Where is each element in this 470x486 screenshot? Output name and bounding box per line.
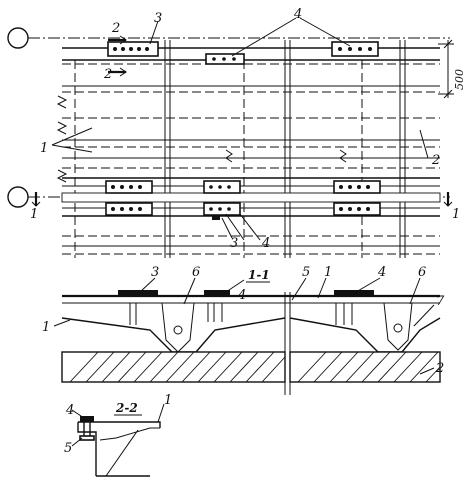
plan-callout-2: 2: [431, 153, 440, 168]
dimension-line: [438, 39, 454, 99]
detail-callout-1: 1: [164, 393, 172, 408]
detail-callout-4: 4: [65, 403, 74, 418]
cut-1-1-left-label: 1: [30, 207, 38, 222]
plates-top: [107, 41, 379, 65]
section-callout-4: 4: [237, 288, 246, 303]
section-callout-7: 7: [436, 294, 445, 309]
section-callout-2: 2: [435, 361, 444, 376]
concrete-hatch: [69, 351, 441, 383]
plan-callout-3-bottom: 3: [230, 236, 238, 251]
section-callout-1-left: 1: [42, 320, 50, 335]
slab-strips: [56, 85, 440, 183]
cut-mark-label-bottom: 2: [103, 67, 112, 82]
detail-callout-5: 5: [64, 441, 72, 456]
cut-mark-label-top: 2: [111, 21, 120, 36]
column-lines: [74, 40, 406, 258]
plan-callout-4: 4: [293, 7, 302, 22]
plan-callout-4-bottom: 4: [261, 236, 270, 251]
section-callout-6: 6: [192, 265, 200, 280]
section-1-1-title: 1-1: [248, 268, 270, 282]
section-cut-2-2-marks: [108, 35, 127, 77]
dimension-500-label: 500: [453, 69, 466, 90]
section-2-2: 2-2 4 5 1: [64, 393, 172, 477]
plan-callout-3: 3: [154, 11, 162, 26]
section-2-2-title: 2-2: [115, 401, 138, 415]
plates-bottom: [105, 180, 381, 220]
plan-leaders: [51, 17, 429, 241]
section-callout-3: 3: [151, 265, 159, 280]
plan-callout-1: 1: [40, 141, 48, 156]
section-leaders: [53, 277, 435, 375]
section-callout-4-right: 4: [377, 265, 386, 280]
plan-view: 2 2 1 1 500: [7, 7, 466, 258]
grid-axis-marker-top: [7, 27, 29, 49]
section-callout-6-right: 6: [418, 265, 426, 280]
section-callout-5: 5: [302, 265, 310, 280]
grid-axis-marker-bottom: [7, 186, 29, 208]
anchor-rods: [129, 303, 353, 325]
section-cut-1-1-marks: [31, 192, 453, 207]
section-1-1: 1-1: [42, 265, 445, 395]
cut-1-1-right-label: 1: [452, 207, 460, 222]
section-callout-1: 1: [324, 265, 332, 280]
